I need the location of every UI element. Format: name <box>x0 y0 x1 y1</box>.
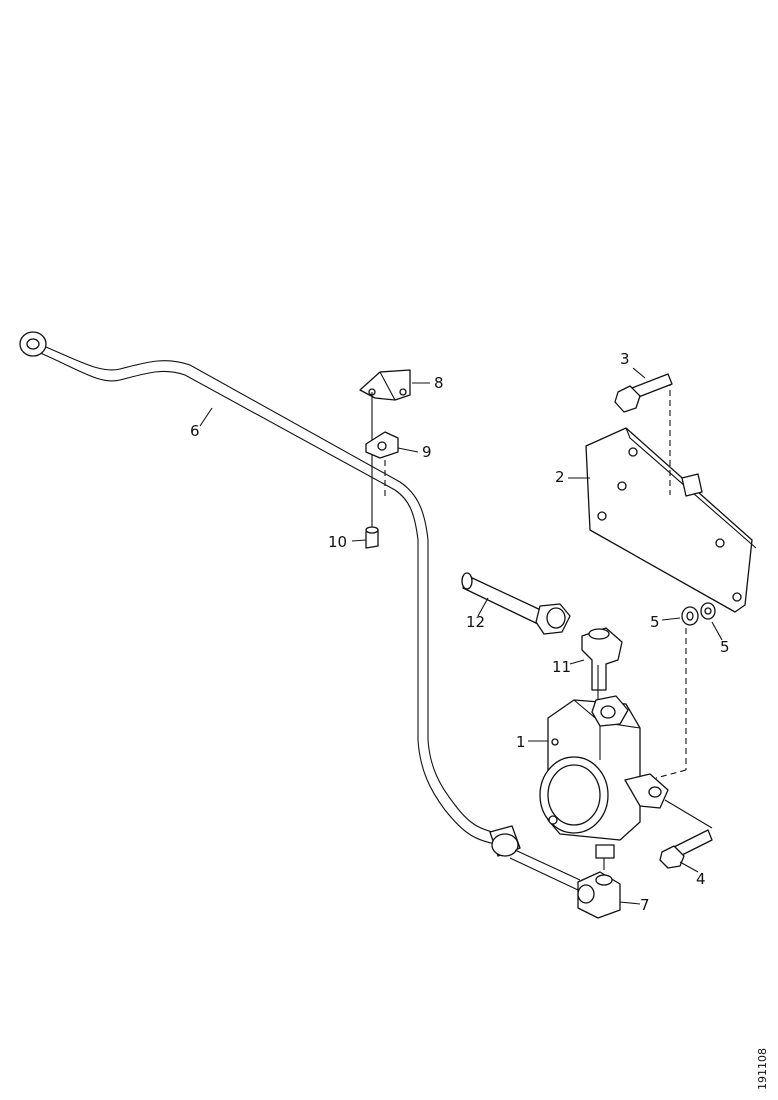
screw-part-10 <box>365 526 379 549</box>
callout-4: 4 <box>696 870 706 888</box>
bolt-part-3 <box>614 373 673 413</box>
bracket-part-8 <box>359 369 411 530</box>
callout-5a: 5 <box>650 613 660 631</box>
tee-fitting-part-7 <box>577 844 621 919</box>
washer-parts-5 <box>655 602 716 779</box>
elbow-fitting-part-11 <box>581 627 623 700</box>
callout-10: 10 <box>328 533 347 551</box>
plate-part-2 <box>585 380 757 613</box>
callout-6: 6 <box>190 422 200 440</box>
callout-7: 7 <box>640 896 650 914</box>
callout-5b: 5 <box>720 638 730 656</box>
callouts: 3 2 8 9 10 6 12 11 1 5 5 4 7 <box>190 350 730 914</box>
callout-9: 9 <box>422 443 432 461</box>
pump-body-part-1 <box>539 695 713 841</box>
callout-1: 1 <box>516 733 526 751</box>
callout-12: 12 <box>466 613 485 631</box>
leader-lines <box>199 367 723 905</box>
callout-3: 3 <box>620 350 630 368</box>
reference-code: 191108 <box>756 1048 769 1090</box>
bolt-part-4 <box>659 829 713 869</box>
callout-2: 2 <box>555 468 565 486</box>
pipe-part-6 <box>19 331 581 891</box>
callout-11: 11 <box>552 658 571 676</box>
clip-part-9 <box>365 431 399 500</box>
callout-8: 8 <box>434 374 444 392</box>
bolt-part-12 <box>461 572 571 635</box>
